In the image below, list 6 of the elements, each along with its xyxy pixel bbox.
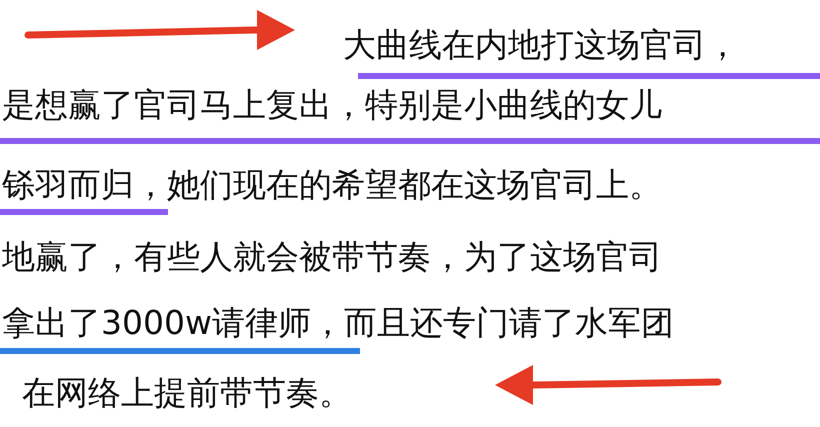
text-line: 是想赢了官司马上复出，特别是小曲线的女儿 (2, 85, 662, 125)
text-line: 在网络上提前带节奏。 (22, 373, 352, 413)
text-line: 拿出了3000w请律师，而且还专门请了水军团 (2, 303, 674, 343)
text-line: 大曲线在内地打这场官司， (343, 25, 739, 65)
text-line: 地赢了，有些人就会被带节奏，为了这场官司 (2, 237, 662, 277)
text-line: 铩羽而归，她们现在的希望都在这场官司上。 (2, 165, 662, 205)
